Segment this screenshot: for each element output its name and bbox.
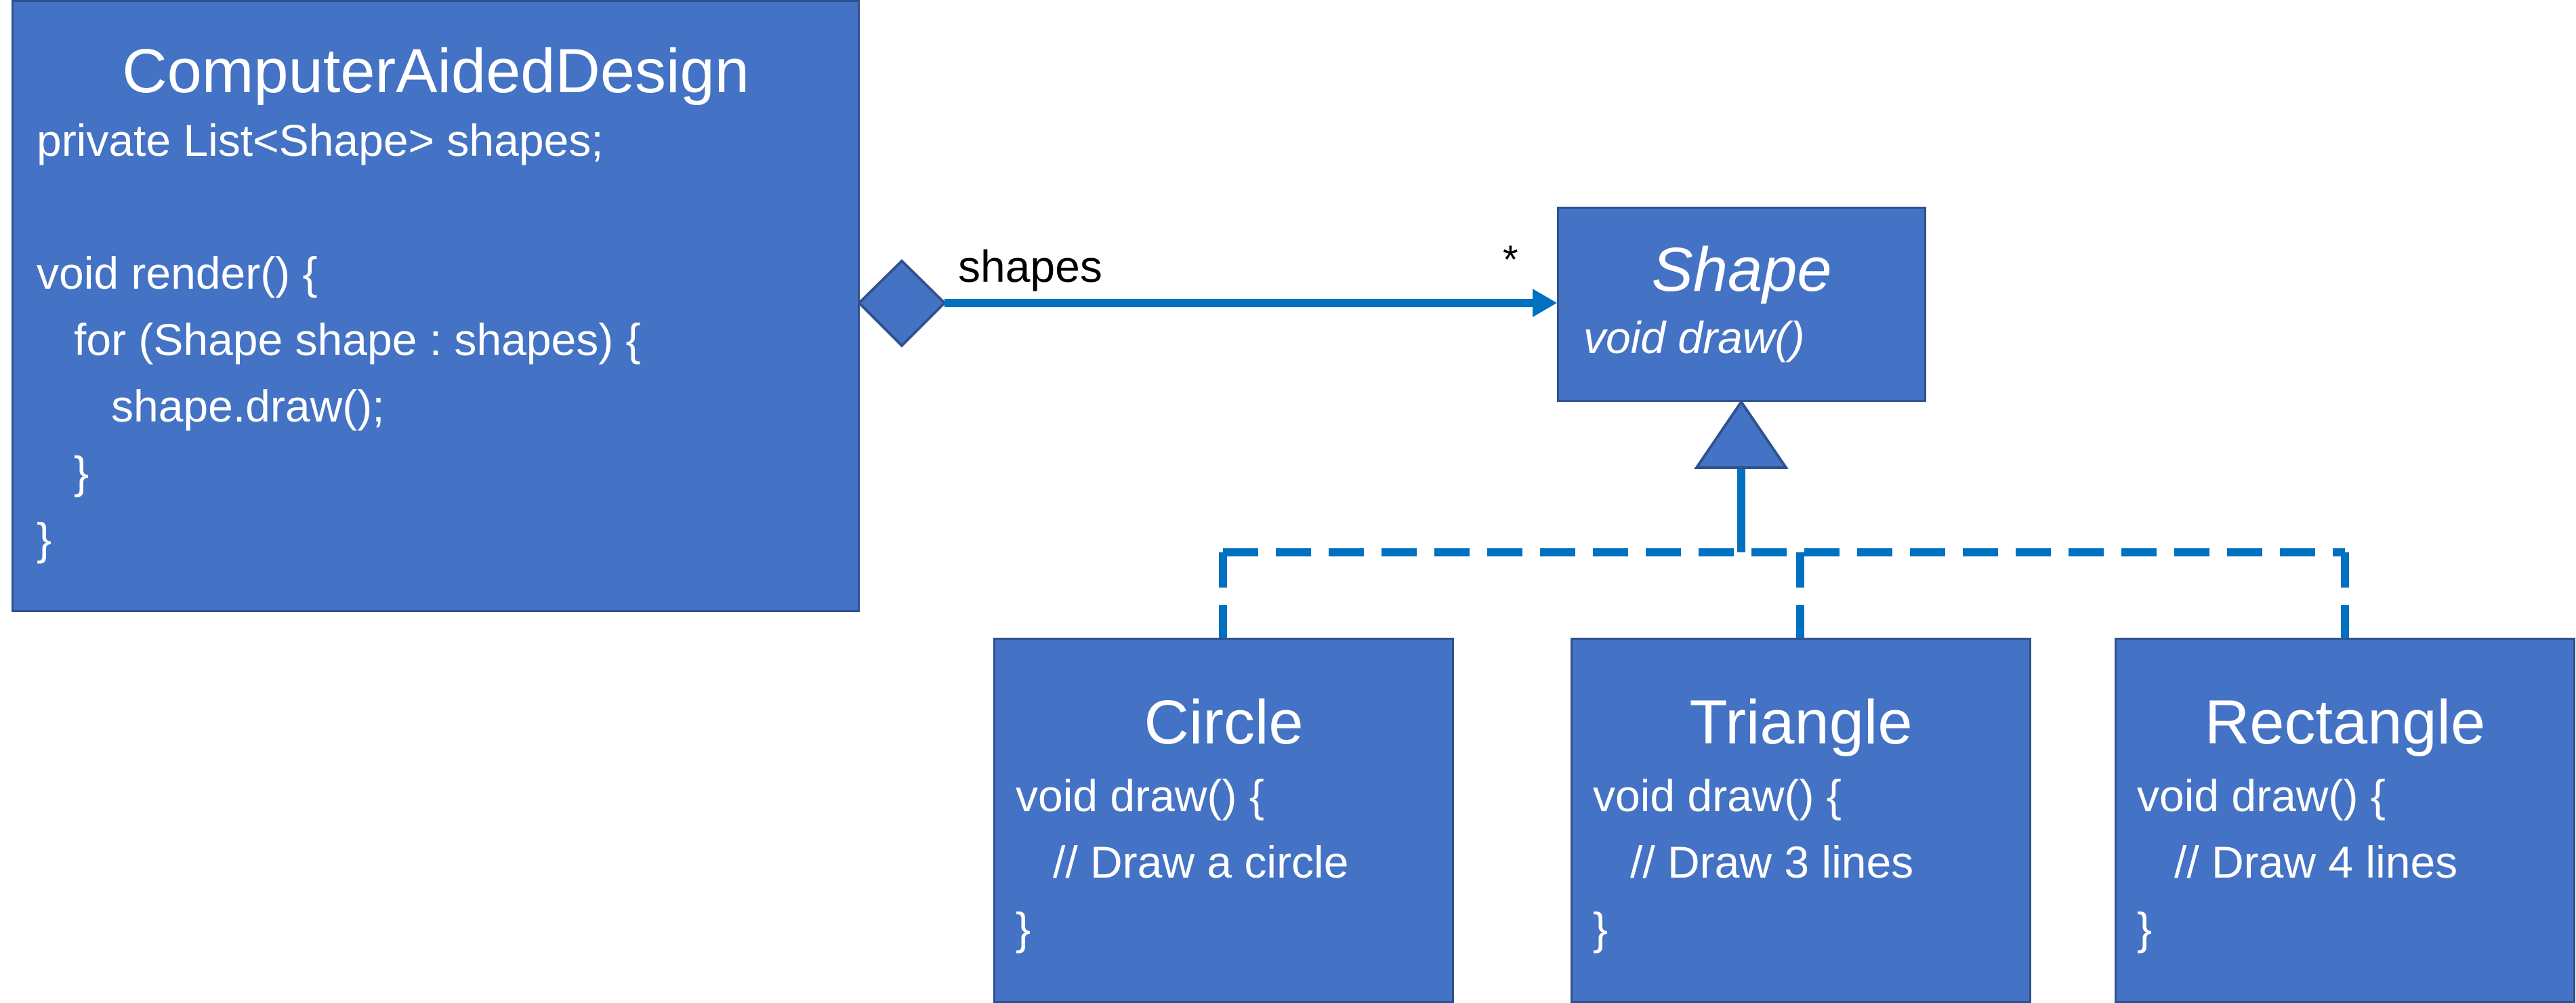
association-multiplicity-label: *: [1503, 238, 1518, 282]
class-computer-aided-design: ComputerAidedDesign private List<Shape> …: [12, 0, 860, 612]
class-name: ComputerAidedDesign: [122, 37, 749, 106]
class-name: Circle: [1144, 688, 1304, 757]
composition-diamond: [857, 259, 947, 348]
association-role-label: shapes: [958, 241, 1102, 291]
code-line: [37, 173, 858, 240]
code-line: }: [2137, 903, 2153, 954]
class-name: Triangle: [1689, 688, 1913, 757]
class-triangle: Triangle void draw() { // Draw 3 lines }: [1571, 638, 2031, 1003]
association-arrowhead: [1533, 289, 1557, 317]
code-line: // Draw a circle: [1016, 837, 1349, 888]
class-circle: Circle void draw() { // Draw a circle }: [993, 638, 1454, 1003]
code-line: }: [37, 447, 89, 498]
code-line: // Draw 3 lines: [1593, 837, 1914, 888]
generalization: [1219, 399, 2349, 638]
code-line: private List<Shape> shapes;: [37, 115, 604, 166]
inheritance-triangle: [1694, 399, 1789, 469]
code-line: }: [1593, 903, 1608, 954]
class-rectangle: Rectangle void draw() { // Draw 4 lines …: [2115, 638, 2575, 1003]
composition-association: [857, 259, 1557, 348]
code-line: // Draw 4 lines: [2137, 837, 2458, 888]
code-line: void draw() {: [1016, 771, 1264, 821]
code-line: void draw() {: [1593, 771, 1842, 821]
code-line: shape.draw();: [37, 381, 385, 432]
class-shape: Shape void draw(): [1557, 207, 1926, 402]
abstract-method: void draw(): [1583, 312, 1805, 363]
code-line: for (Shape shape : shapes) {: [37, 314, 641, 365]
code-line: }: [37, 514, 52, 565]
class-name: Shape: [1651, 235, 1832, 304]
code-line: void render() {: [37, 248, 318, 299]
class-name: Rectangle: [2204, 688, 2486, 757]
code-line: }: [1016, 903, 1031, 954]
code-line: void draw() {: [2137, 771, 2386, 821]
